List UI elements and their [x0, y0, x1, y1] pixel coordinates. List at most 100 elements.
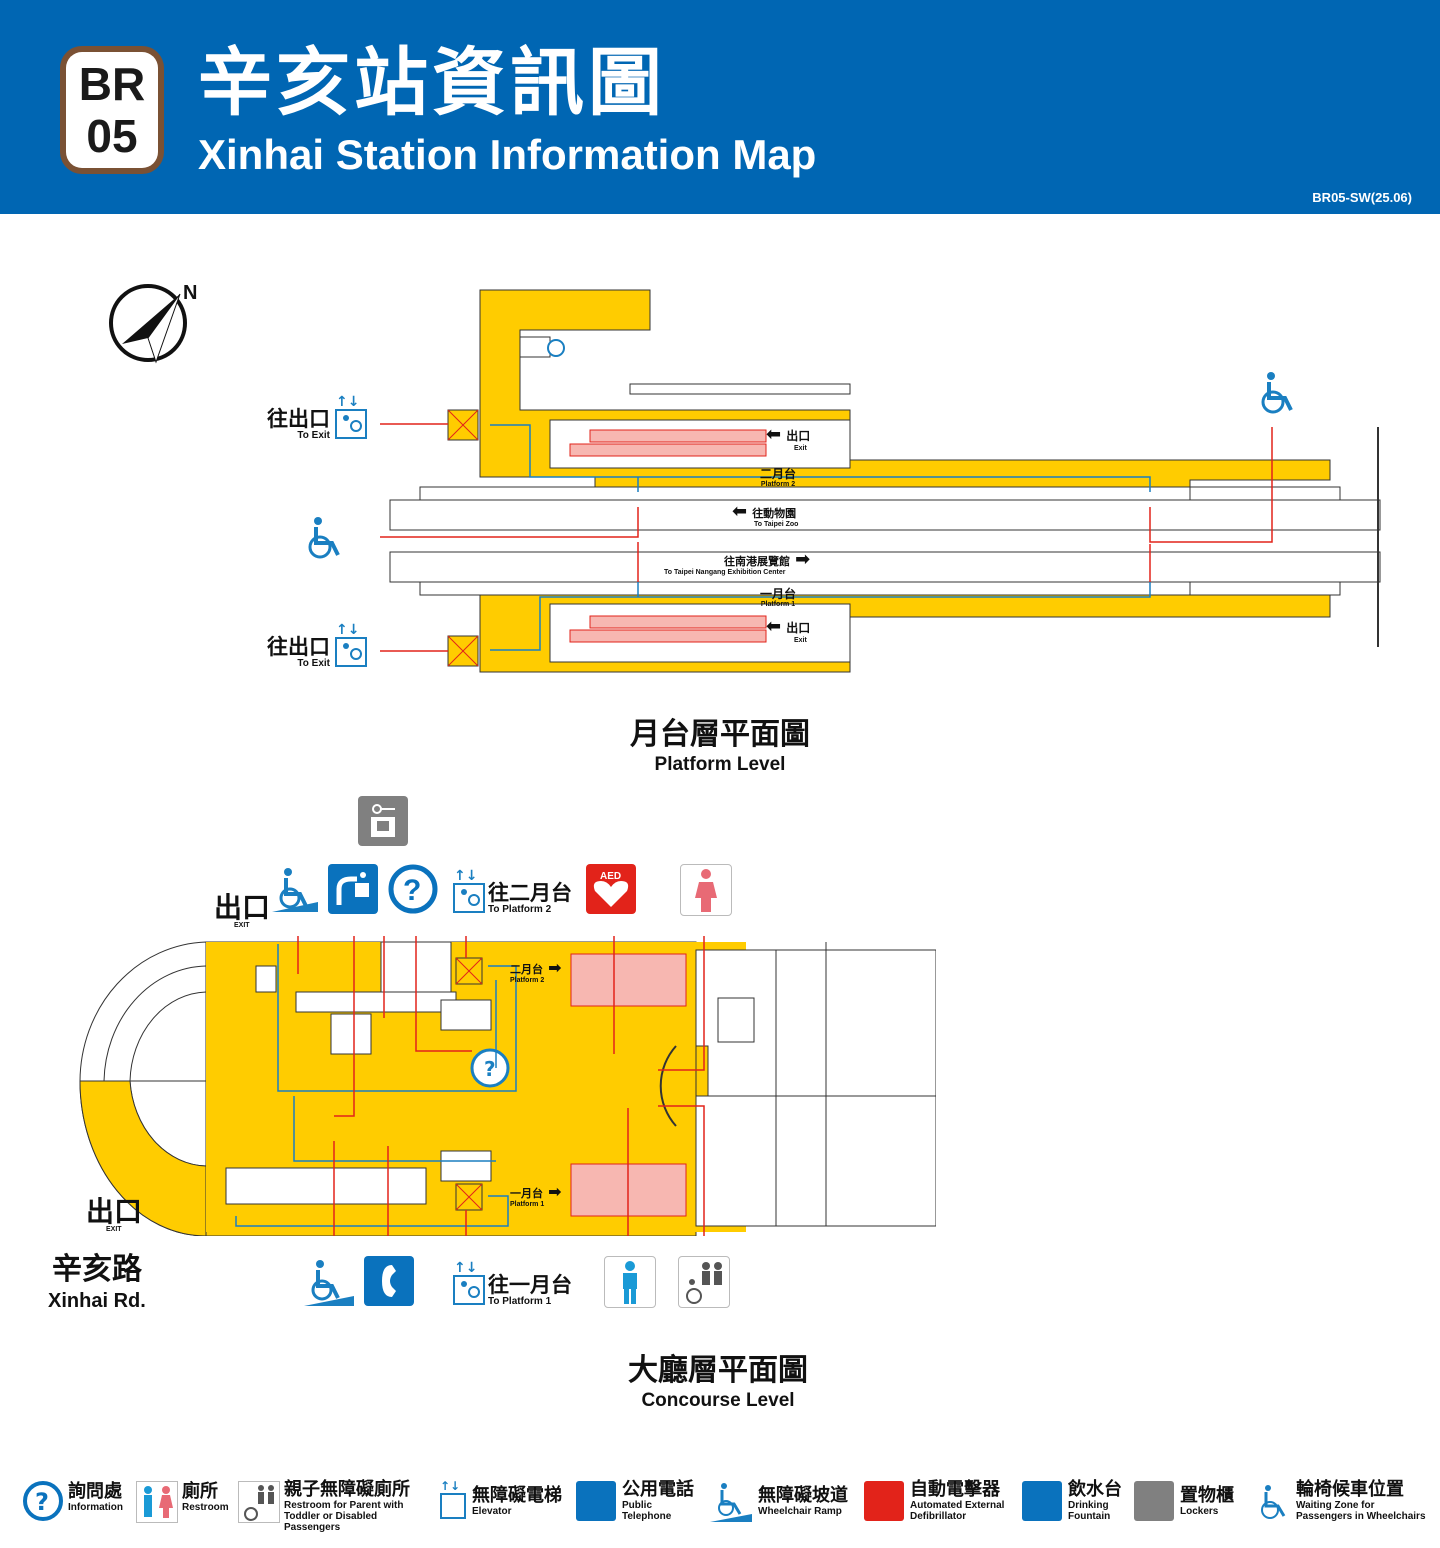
to-platform2-zh: 往二月台 [488, 881, 572, 905]
platform2-zh: 二月台 [760, 467, 797, 481]
legend-en: Drinking Fountain [1068, 1500, 1111, 1522]
to-platform1-en: To Platform 1 [488, 1296, 552, 1307]
svg-text:?: ? [403, 874, 421, 907]
to-platform2-label: 往二月台 To Platform 2 [488, 882, 572, 916]
elevator-icon: ↑↓ [335, 622, 367, 667]
compass-arrow-icon [109, 284, 187, 364]
direction-nangang: 往南港展覽館 ➡ To Taipei Nangang Exhibition Ce… [664, 549, 811, 577]
legend-zh: 置物櫃 [1180, 1485, 1234, 1506]
elevator-icon: ↑↓ [453, 1260, 485, 1305]
ramp-icon [710, 1483, 752, 1522]
to-exit-en: To Exit [297, 430, 330, 441]
legend-en: Wheelchair Ramp [758, 1506, 842, 1517]
exit-label-concourse-bottom: 出口 EXIT [86, 1198, 142, 1234]
to-exit-zh: 往出口 [267, 407, 330, 431]
svg-text:↑↓: ↑↓ [454, 1260, 477, 1276]
exit-zh: 出口 [786, 621, 811, 635]
legend-zh: 飲水台 [1068, 1479, 1122, 1500]
wheelchair-wait-icon [1261, 1485, 1286, 1519]
direction-zoo: ⬅ 往動物園 To Taipei Zoo [732, 501, 799, 529]
exit-en: EXIT [234, 922, 250, 929]
ramp-icon [272, 868, 318, 912]
elevator-icon: ↑↓ [453, 868, 485, 913]
road-name-zh: 辛亥路 [52, 1252, 142, 1287]
platform2-zh: 二月台 [510, 963, 543, 976]
platform1-zh: 一月台 [510, 1187, 543, 1200]
exit-en: Exit [794, 637, 807, 644]
legend-en: Restroom [182, 1502, 229, 1513]
concourse-platform2-label: 二月台 ➡ Platform 2 [510, 958, 562, 984]
north-label: N [183, 282, 198, 304]
svg-text:↑↓: ↑↓ [336, 622, 359, 638]
elevator-icon: ↑↓ [440, 1479, 466, 1519]
legend-zh: 親子無障礙廁所 [284, 1479, 410, 1500]
legend-zh: 自動電擊器 [910, 1479, 1000, 1500]
locker-icon [358, 796, 408, 846]
dir-nangang-en: To Taipei Nangang Exhibition Center [664, 569, 786, 576]
to-exit-label-bottom: 往出口 To Exit [262, 636, 330, 670]
legend-en: Information [68, 1502, 123, 1513]
svg-text:↑↓: ↑↓ [336, 394, 359, 410]
svg-text:↑↓: ↑↓ [440, 1479, 460, 1493]
information-icon: ? [388, 864, 438, 914]
page-title-zh: 辛亥站資訊圖 [198, 40, 666, 126]
concourse-level-title-en: Concourse Level [641, 1390, 795, 1411]
document-code: BR05-SW(25.06) [1312, 190, 1412, 205]
to-platform1-label: 往一月台 To Platform 1 [488, 1274, 572, 1308]
female-restroom-icon [680, 864, 732, 916]
platform1-en: Platform 1 [760, 601, 796, 608]
concourse-platform1-label: 一月台 ➡ Platform 1 [510, 1182, 562, 1208]
fountain-icon [328, 864, 378, 914]
telephone-icon [364, 1256, 414, 1306]
legend-zh: 輪椅候車位置 [1296, 1479, 1404, 1500]
dir-zoo-zh: 往動物園 [752, 507, 797, 520]
header-banner: BR 05 辛亥站資訊圖 Xinhai Station Information … [0, 0, 1440, 214]
platform-level-map [380, 289, 1381, 673]
wheelchair-icon [1261, 372, 1293, 414]
wheelchair-icon [308, 517, 340, 559]
legend-en: Elevator [472, 1506, 512, 1517]
legend-zh: 詢問處 [68, 1481, 122, 1502]
dir-zoo-en: To Taipei Zoo [754, 521, 799, 528]
information-icon: ? [23, 1481, 63, 1521]
exit-zh: 出口 [786, 429, 811, 443]
platform-level-title-zh: 月台層平面圖 [630, 717, 810, 752]
compass: N [108, 282, 208, 382]
aed-icon [864, 1481, 904, 1521]
road-name-en: Xinhai Rd. [48, 1290, 146, 1312]
restroom-icon [136, 1481, 178, 1523]
platform1-label: 一月台 Platform 1 [760, 588, 796, 609]
locker-icon [1134, 1481, 1174, 1521]
platform2-en: Platform 2 [760, 481, 796, 488]
page-title-en: Xinhai Station Information Map [198, 131, 817, 178]
legend-en: Automated External Defibrillator [910, 1500, 1005, 1522]
ramp-icon [304, 1260, 354, 1306]
elevator-icon: ↑↓ [335, 394, 367, 439]
family-restroom-icon [678, 1256, 730, 1308]
line-code-top: BR [78, 58, 146, 110]
platform2-en: Platform 2 [510, 977, 545, 984]
legend-zh: 無障礙坡道 [758, 1485, 848, 1506]
exit-label-bottom: ⬅ 出口 Exit [766, 616, 811, 644]
exit-zh: 出口 [214, 891, 271, 924]
concourse-level-title-zh: 大廳層平面圖 [628, 1353, 808, 1388]
svg-text:↑↓: ↑↓ [454, 868, 477, 884]
dir-nangang-zh: 往南港展覽館 [724, 555, 790, 568]
platform-level-title-en: Platform Level [654, 754, 786, 775]
to-exit-zh: 往出口 [267, 635, 330, 659]
svg-text:?: ? [484, 1057, 496, 1081]
platform1-en: Platform 1 [510, 1201, 545, 1208]
line-code-bottom: 05 [86, 110, 138, 162]
legend-zh: 公用電話 [622, 1479, 694, 1500]
to-exit-label-top: 往出口 To Exit [262, 408, 330, 442]
platform2-label: 二月台 Platform 2 [760, 468, 796, 489]
family-restroom-icon [238, 1481, 280, 1523]
exit-en: Exit [794, 445, 807, 452]
platform1-zh: 一月台 [760, 587, 797, 601]
concourse-level-map: ? [79, 936, 936, 1236]
legend-en: Waiting Zone for Passengers in Wheelchai… [1296, 1500, 1426, 1522]
legend-zh: 無障礙電梯 [472, 1485, 562, 1506]
male-restroom-icon [604, 1256, 656, 1308]
to-platform1-zh: 往一月台 [488, 1273, 572, 1297]
legend-en: Public Telephone [622, 1500, 672, 1522]
